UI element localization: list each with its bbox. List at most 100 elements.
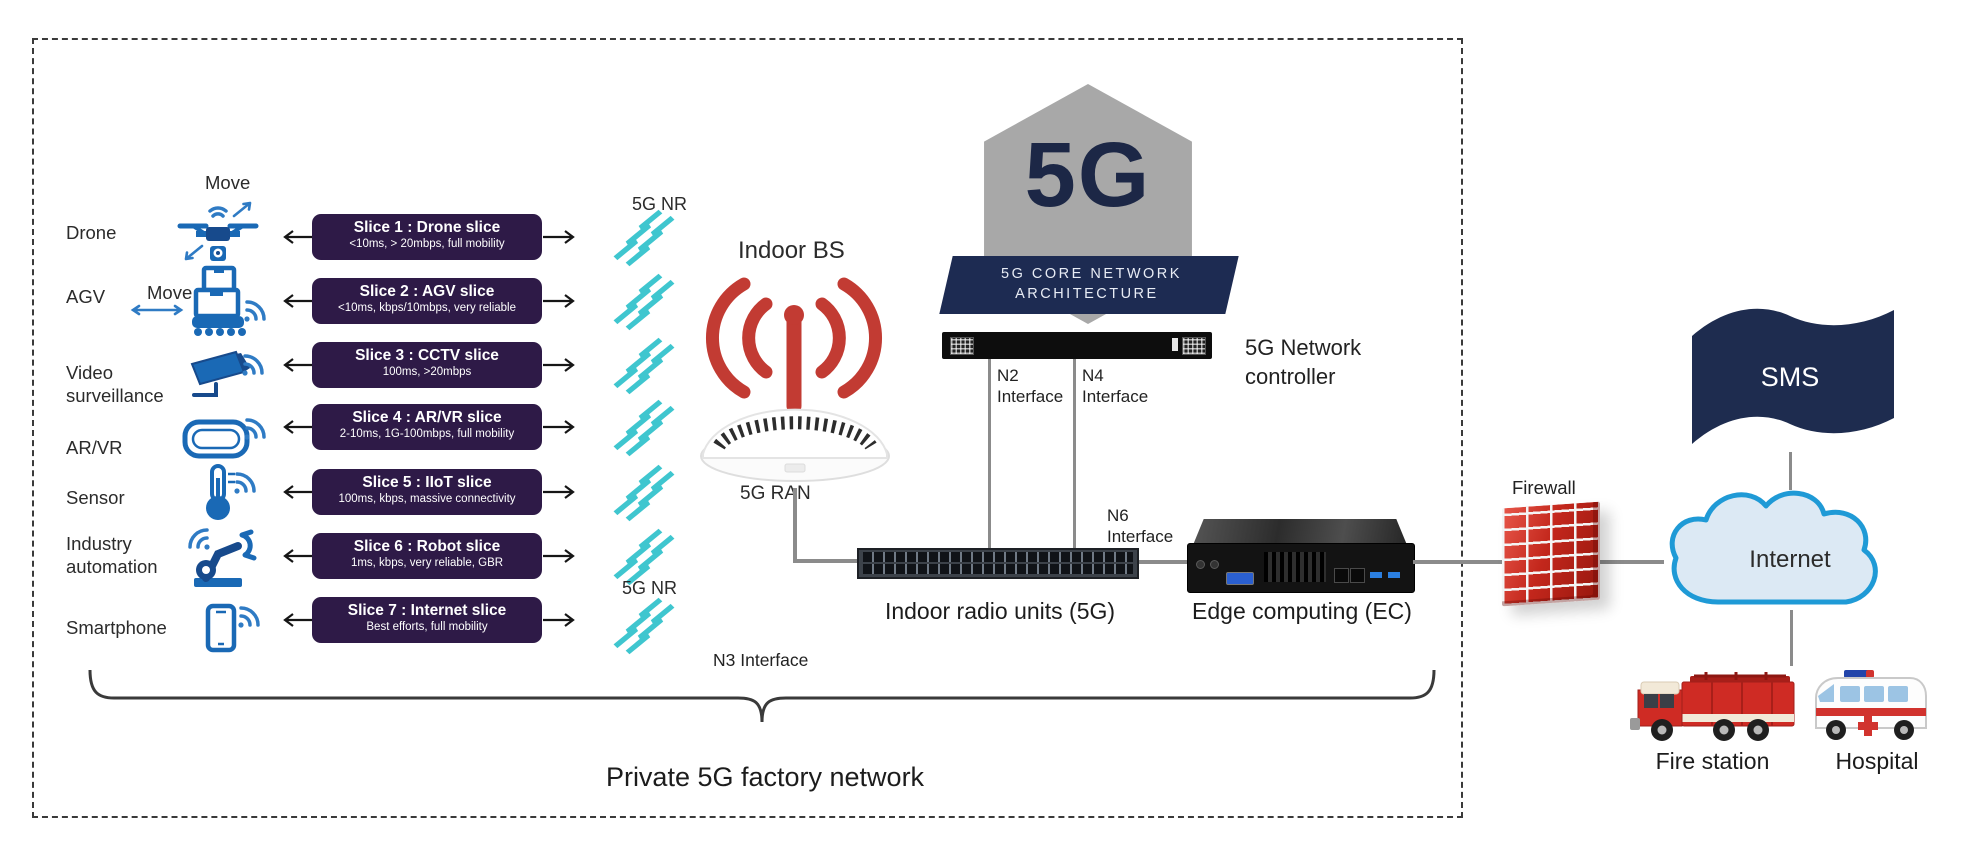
- controller-label-line1: 5G Network: [1245, 335, 1362, 360]
- industry-line1: Industry: [66, 533, 132, 554]
- firewall-label: Firewall: [1512, 477, 1576, 498]
- n2-connector: [988, 359, 991, 550]
- cctv-camera-icon: [190, 350, 264, 397]
- controller-led: [1172, 338, 1178, 351]
- n2-line1: N2: [997, 366, 1019, 385]
- drone-move-label: Move: [205, 172, 251, 193]
- edge-computing-server: [1187, 519, 1415, 593]
- slice7-spec: Best efforts, full mobility: [366, 620, 488, 633]
- internet-label: Internet: [1749, 546, 1831, 573]
- slice7-left-arrow: [283, 612, 317, 628]
- drone-icon: [177, 201, 259, 261]
- slice5-right-arrow: [541, 484, 575, 500]
- device-label-industry-automation: Industry automation: [66, 533, 158, 578]
- slice1-pill: Slice 1 : Drone slice <10ms, > 20mbps, f…: [312, 214, 542, 260]
- switch-server-connector: [1139, 560, 1187, 564]
- n4-line1: N4: [1082, 366, 1104, 385]
- sms-cloud-connector: [1789, 452, 1792, 490]
- n2-line2: Interface: [997, 387, 1064, 407]
- server-usb-port: [1370, 572, 1382, 578]
- slice7-right-arrow: [541, 612, 575, 628]
- nr-label-top: 5G NR: [632, 194, 688, 214]
- radio-units-label: Indoor radio units (5G): [884, 598, 1116, 624]
- slice4-pill: Slice 4 : AR/VR slice 2-10ms, 1G-100mbps…: [312, 404, 542, 450]
- indoor-radio-units-switch: [857, 548, 1139, 579]
- device-label-agv: AGV: [66, 286, 106, 307]
- slice5-title: Slice 5 : IIoT slice: [362, 474, 492, 491]
- slice6-spec: 1ms, kbps, very reliable, GBR: [350, 556, 504, 569]
- server-usb-port: [1388, 572, 1400, 578]
- indoor-bs-label: Indoor BS: [738, 237, 845, 264]
- slice3-title: Slice 3 : CCTV slice: [355, 347, 499, 364]
- slice4-spec: 2-10ms, 1G-100mbps, full mobility: [339, 427, 515, 440]
- slice6-right-arrow: [541, 548, 575, 564]
- firewall-cloud-connector: [1598, 560, 1664, 564]
- slice3-pill: Slice 3 : CCTV slice 100ms, >20mbps: [312, 342, 542, 388]
- n4-interface-label: N4 Interface: [1082, 365, 1148, 408]
- ambulance-image: [1815, 670, 1927, 740]
- video-line2: surveillance: [66, 384, 164, 406]
- lightning-bolt-icon: [612, 338, 676, 394]
- server-ethernet-port: [1350, 568, 1365, 583]
- ran-connector-horizontal: [793, 559, 859, 563]
- slice3-right-arrow: [541, 357, 575, 373]
- ran-label: 5G RAN: [740, 483, 811, 504]
- slice2-right-arrow: [541, 293, 575, 309]
- antenna-icon: [705, 277, 883, 414]
- internet-cloud-icon: [1669, 490, 1878, 605]
- slice5-left-arrow: [283, 484, 317, 500]
- device-label-drone: Drone: [66, 222, 117, 243]
- lightning-bolt-icon: [612, 274, 676, 330]
- private-network-brace: [88, 669, 1436, 723]
- n6-line1: N6: [1107, 506, 1129, 525]
- controller-appliance: [942, 332, 1212, 359]
- firewall-icon: [1502, 501, 1600, 607]
- slice2-left-arrow: [283, 293, 317, 309]
- controller-port-left: [950, 337, 974, 355]
- server-firewall-connector: [1413, 560, 1503, 564]
- slice4-right-arrow: [541, 419, 575, 435]
- ceiling-dome-antenna-icon: [700, 408, 890, 482]
- slice2-pill: Slice 2 : AGV slice <10ms, kbps/10mbps, …: [312, 278, 542, 324]
- core-5g-logo: 5G: [1024, 124, 1152, 226]
- ran-connector-vertical: [793, 488, 797, 563]
- slice5-spec: 100ms, kbps, massive connectivity: [338, 492, 516, 505]
- n6-interface-label: N6 Interface: [1107, 505, 1173, 548]
- banner-line2: ARCHITECTURE: [1015, 286, 1159, 303]
- robot-arm-icon: [188, 528, 257, 587]
- slice7-pill: Slice 7 : Internet slice Best efforts, f…: [312, 597, 542, 643]
- slice1-right-arrow: [541, 229, 575, 245]
- device-label-arvr: AR/VR: [66, 437, 123, 458]
- slice5-pill: Slice 5 : IIoT slice 100ms, kbps, massiv…: [312, 469, 542, 515]
- hospital-label: Hospital: [1835, 748, 1919, 774]
- n4-line2: Interface: [1082, 387, 1149, 407]
- slice2-title: Slice 2 : AGV slice: [359, 283, 495, 300]
- industry-line2: automation: [66, 555, 158, 577]
- edge-computing-label: Edge computing (EC): [1192, 598, 1412, 624]
- banner-line1: 5G CORE NETWORK: [1001, 266, 1182, 282]
- private-network-boundary: [32, 38, 1463, 818]
- core-hexagon: 5G: [984, 84, 1192, 324]
- slice1-left-arrow: [283, 229, 317, 245]
- slice3-spec: 100ms, >20mbps: [382, 365, 472, 378]
- cloud-vehicles-connector: [1790, 610, 1793, 666]
- n6-line2: Interface: [1107, 527, 1174, 547]
- slice6-pill: Slice 6 : Robot slice 1ms, kbps, very re…: [312, 533, 542, 579]
- device-label-sensor: Sensor: [66, 487, 125, 508]
- fire-truck-image: [1630, 672, 1795, 741]
- controller-label-line2: controller: [1245, 363, 1336, 389]
- slice3-left-arrow: [283, 357, 317, 373]
- server-audio-jack: [1196, 560, 1205, 569]
- fire-station-label: Fire station: [1655, 748, 1770, 774]
- slice2-spec: <10ms, kbps/10mbps, very reliable: [337, 301, 516, 314]
- slice6-left-arrow: [283, 548, 317, 564]
- agv-move-arrow: [130, 304, 184, 316]
- core-banner: 5G CORE NETWORK ARCHITECTURE: [939, 256, 1239, 314]
- nr-label-bottom: 5G NR: [622, 578, 678, 598]
- slice4-title: Slice 4 : AR/VR slice: [352, 409, 502, 426]
- sms-label: SMS: [1760, 362, 1820, 392]
- lightning-bolt-icon: [612, 529, 676, 585]
- sms-flag-icon: [1692, 308, 1894, 444]
- lightning-bolt-icon: [612, 400, 676, 456]
- server-top-face: [1193, 519, 1407, 545]
